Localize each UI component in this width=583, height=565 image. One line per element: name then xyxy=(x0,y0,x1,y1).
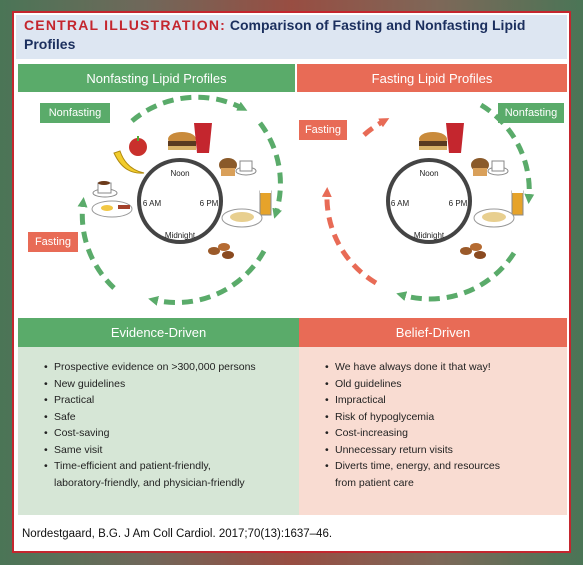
list-item: Safe xyxy=(44,409,256,426)
list-item: Risk of hypoglycemia xyxy=(325,409,500,426)
list-item: Prospective evidence on >300,000 persons xyxy=(44,359,256,376)
burger-icon xyxy=(168,132,196,150)
pasta-plate-icon xyxy=(221,208,263,228)
beer-icon xyxy=(511,188,524,216)
list-item: Old guidelines xyxy=(325,376,500,393)
evidence-list: Prospective evidence on >300,000 persons… xyxy=(44,359,256,491)
belief-list: We have always done it that way! Old gui… xyxy=(325,359,500,491)
belief-panel: We have always done it that way! Old gui… xyxy=(299,347,567,515)
beer-icon xyxy=(259,188,272,216)
soda-cup-icon xyxy=(446,123,464,153)
soda-cup-icon xyxy=(194,123,212,153)
list-item: Cost-saving xyxy=(44,425,256,442)
muffin-coffee-icon xyxy=(471,158,509,176)
right-cycle xyxy=(321,102,535,302)
title-text: Comparison of Fasting and Nonfasting Lip… xyxy=(229,17,526,33)
left-clock-midnight: Midnight xyxy=(165,231,196,240)
list-item-continuation: laboratory-friendly, and physician-frien… xyxy=(54,476,245,489)
right-arrow-red-top xyxy=(362,118,390,137)
list-item-continuation: from patient care xyxy=(335,476,414,489)
breakfast-plate-icon xyxy=(91,200,133,218)
left-arrow-right xyxy=(258,121,283,219)
belief-driven-banner: Belief-Driven xyxy=(299,318,567,347)
list-item: We have always done it that way! xyxy=(325,359,500,376)
meal-cycle-diagram: Noon 6 AM 6 PM Midnight Noon 6 AM 6 PM M… xyxy=(77,94,535,306)
right-clock-6pm: 6 PM xyxy=(449,199,468,208)
left-arrow-left xyxy=(77,197,116,290)
left-nonfasting-tag: Nonfasting xyxy=(40,103,110,123)
illustration-frame: CENTRAL ILLUSTRATION: Comparison of Fast… xyxy=(12,11,571,553)
evidence-driven-banner: Evidence-Driven xyxy=(18,318,299,347)
right-clock: Noon 6 AM 6 PM Midnight xyxy=(386,158,472,244)
evidence-panel: Prospective evidence on >300,000 persons… xyxy=(18,347,299,515)
left-fasting-tag: Fasting xyxy=(28,232,78,252)
right-food xyxy=(419,123,524,259)
left-clock-noon: Noon xyxy=(170,169,189,178)
title-line-1: CENTRAL ILLUSTRATION: Comparison of Fast… xyxy=(24,17,525,33)
left-arrow-top xyxy=(130,94,248,123)
right-arrow-bottom xyxy=(396,251,517,302)
burger-icon xyxy=(419,132,447,150)
fasting-banner: Fasting Lipid Profiles xyxy=(297,64,567,92)
left-food xyxy=(91,123,272,259)
right-clock-noon: Noon xyxy=(419,169,438,178)
list-item: Same visit xyxy=(44,442,256,459)
header: CENTRAL ILLUSTRATION: Comparison of Fast… xyxy=(16,15,567,59)
list-item: Time-efficient and patient-friendly, xyxy=(44,458,256,475)
left-clock-6pm: 6 PM xyxy=(200,199,219,208)
title-lead: CENTRAL ILLUSTRATION: xyxy=(24,17,226,33)
title-line-2: Profiles xyxy=(24,36,76,52)
list-item: Diverts time, energy, and resources xyxy=(325,458,500,475)
right-fasting-tag: Fasting xyxy=(299,120,347,140)
citation: Nordestgaard, B.G. J Am Coll Cardiol. 20… xyxy=(22,528,333,540)
coffee-icon xyxy=(92,181,118,198)
list-item: New guidelines xyxy=(44,376,256,393)
banana-icon xyxy=(113,150,145,174)
list-item: Practical xyxy=(44,392,256,409)
muffin-coffee-icon xyxy=(219,158,257,176)
left-arrow-bottom xyxy=(148,249,267,306)
left-cycle xyxy=(77,94,283,306)
right-clock-midnight: Midnight xyxy=(414,231,445,240)
right-arrow-green xyxy=(479,102,535,204)
pasta-plate-icon xyxy=(473,208,515,228)
list-item: Impractical xyxy=(325,392,500,409)
list-item: Cost-increasing xyxy=(325,425,500,442)
apple-icon xyxy=(129,136,147,156)
right-nonfasting-tag: Nonfasting xyxy=(498,103,564,123)
left-clock-6am: 6 AM xyxy=(143,199,162,208)
nonfasting-banner: Nonfasting Lipid Profiles xyxy=(18,64,295,92)
nuts-icon xyxy=(208,243,234,259)
right-arrow-red-left xyxy=(321,187,378,286)
list-item: Unnecessary return visits xyxy=(325,442,500,459)
left-clock: Noon 6 AM 6 PM Midnight xyxy=(137,158,223,244)
right-clock-6am: 6 AM xyxy=(391,199,410,208)
nuts-icon xyxy=(460,243,486,259)
